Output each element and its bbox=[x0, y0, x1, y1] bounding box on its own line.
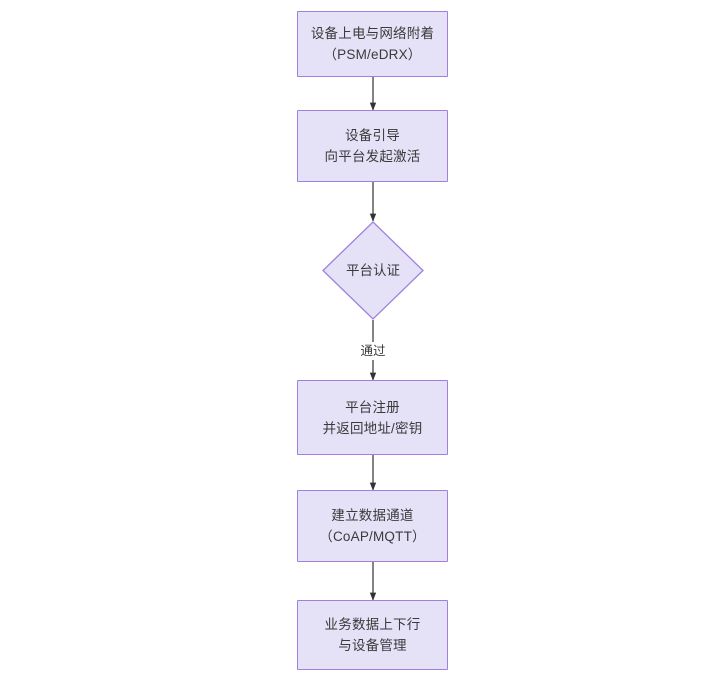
node-platform-register[interactable]: 平台注册 并返回地址/密钥 bbox=[297, 380, 448, 455]
edge-label-edge-auth-to-register: 通过 bbox=[357, 342, 389, 360]
node-label-power-on: 设备上电与网络附着 （PSM/eDRX） bbox=[310, 26, 435, 62]
node-power-on[interactable]: 设备上电与网络附着 （PSM/eDRX） bbox=[297, 11, 448, 77]
node-label-platform-register: 平台注册 并返回地址/密钥 bbox=[322, 399, 423, 436]
node-device-bootstrap[interactable]: 设备引导 向平台发起激活 bbox=[297, 110, 448, 182]
node-business-data[interactable]: 业务数据上下行 与设备管理 bbox=[297, 600, 448, 670]
node-label-business-data: 业务数据上下行 与设备管理 bbox=[324, 617, 421, 653]
node-label-data-channel: 建立数据通道 （CoAP/MQTT） bbox=[319, 508, 426, 544]
node-platform-auth[interactable]: 平台认证 bbox=[322, 221, 424, 320]
node-data-channel[interactable]: 建立数据通道 （CoAP/MQTT） bbox=[297, 490, 448, 562]
node-label-device-bootstrap: 设备引导 向平台发起激活 bbox=[324, 128, 421, 164]
diamond-shape bbox=[322, 221, 424, 320]
node-label-platform-auth: 平台认证 bbox=[346, 263, 400, 278]
